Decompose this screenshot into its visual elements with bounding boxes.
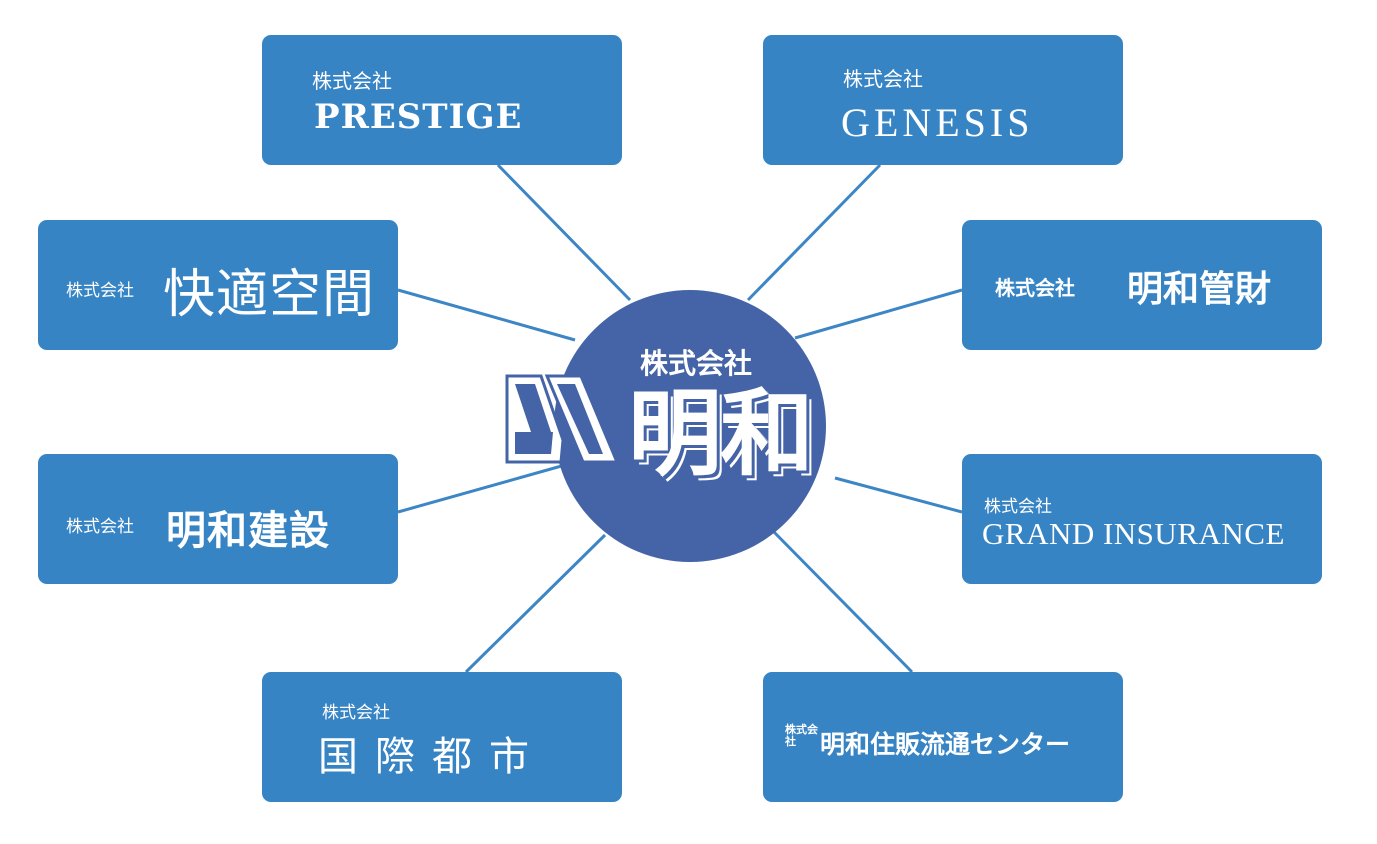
company-name: 明和住販流通センター	[820, 730, 1071, 759]
company-box-kanzai: 株式会社 明和管財	[962, 220, 1322, 350]
connector-juhan	[770, 528, 914, 674]
company-corp-label: 株式会社	[312, 69, 392, 93]
connector-prestige	[496, 163, 632, 302]
m-shaped-logo-icon	[505, 374, 620, 464]
connector-kanzai	[794, 288, 963, 340]
company-box-grand-insurance: 株式会社 GRAND INSURANCE	[962, 454, 1322, 584]
company-corp-label: 株式会社	[843, 67, 923, 91]
company-corp-label: 株式会社	[66, 517, 134, 537]
company-box-genesis: 株式会社 GENESIS	[763, 35, 1123, 165]
company-corp-label: 株式会社	[995, 276, 1075, 300]
company-box-kaiteki: 株式会社 快適空間	[38, 220, 398, 350]
connector-kokusai	[464, 533, 607, 674]
company-corp-label: 株式会社	[66, 281, 134, 301]
connector-kensetsu	[397, 463, 566, 514]
company-box-juhan: 株式会社 明和住販流通センター	[763, 672, 1123, 802]
company-box-kokusai: 株式会社 国際都市	[262, 672, 622, 802]
company-corp-label: 株式会社	[785, 723, 818, 748]
company-name: 明和管財	[1127, 269, 1272, 310]
company-box-prestige: 株式会社 PRESTIGE	[262, 35, 622, 165]
company-name: 快適空間	[163, 265, 376, 325]
company-name: GENESIS	[841, 100, 1034, 145]
company-name: GRAND INSURANCE	[982, 516, 1285, 551]
company-corp-label: 株式会社	[984, 497, 1052, 517]
company-name: 国際都市	[318, 734, 546, 780]
hub-company-name: 明和	[628, 380, 814, 489]
connector-genesis	[746, 163, 882, 302]
hub-corp-label: 株式会社	[640, 347, 753, 380]
company-corp-label: 株式会社	[322, 703, 390, 723]
company-box-kensetsu: 株式会社 明和建設	[38, 454, 398, 584]
connector-kaiteki	[397, 288, 576, 342]
company-name: 明和建設	[166, 508, 330, 554]
company-name: PRESTIGE	[314, 97, 523, 137]
connector-grand	[834, 476, 963, 514]
